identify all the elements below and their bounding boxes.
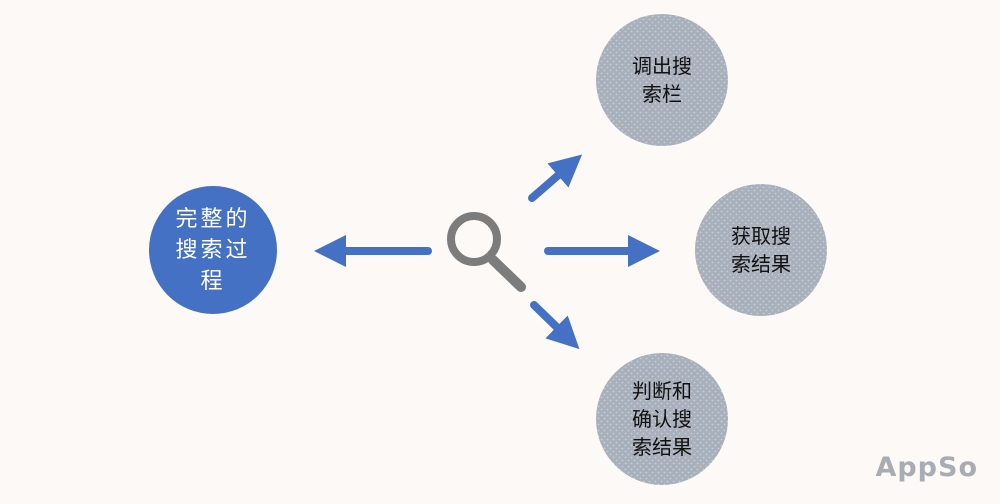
node-bottom — [596, 353, 728, 485]
arrow-to-bottom — [530, 301, 580, 350]
node-middle — [695, 184, 827, 316]
magnifier-icon — [447, 212, 526, 292]
arrow-to-top — [528, 154, 583, 202]
center-node — [149, 186, 277, 314]
node-top — [596, 14, 728, 146]
